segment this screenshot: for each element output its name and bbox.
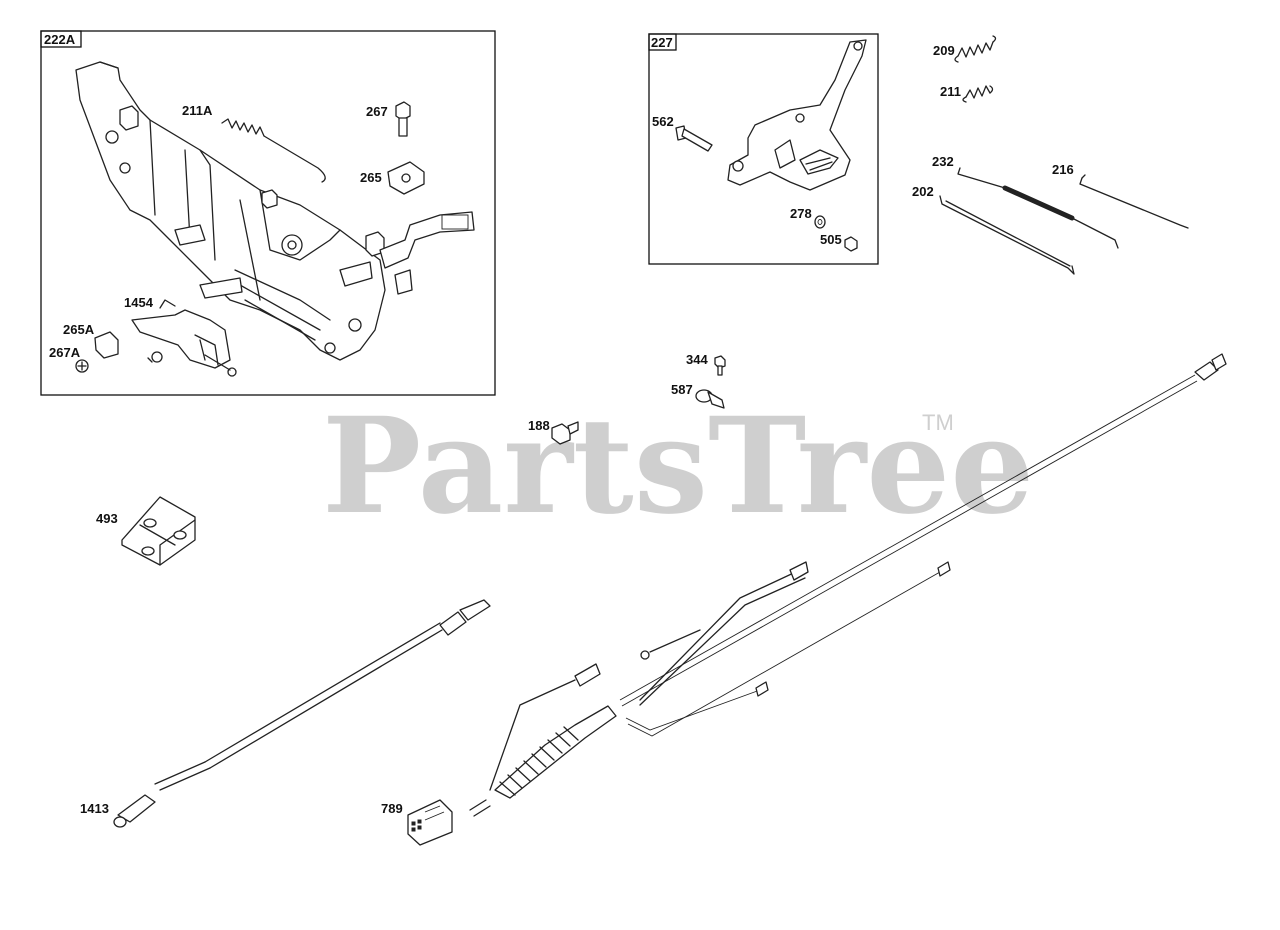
switch-1454-part[interactable] [131,299,237,377]
group-222A-border [40,30,496,396]
callout-216[interactable]: 216 [1052,162,1074,177]
washer-278-part[interactable] [814,215,826,229]
callout-344[interactable]: 344 [686,352,708,367]
spring-209-part[interactable] [954,35,997,63]
rod-232-part[interactable] [957,167,1119,249]
spring-211-part[interactable] [962,85,994,103]
group-227-border [648,33,879,265]
wire-harness-789-part[interactable] [407,353,1227,846]
watermark-text: PartsTree [322,389,1034,544]
callout-267[interactable]: 267 [366,104,388,119]
callout-211A[interactable]: 211A [182,103,213,118]
bolt-267-part[interactable] [395,101,411,137]
group-227[interactable]: 227 562 278 505 [648,33,879,265]
callout-202[interactable]: 202 [912,184,934,199]
clip-265-part[interactable] [387,161,425,195]
group-222A[interactable]: 222A 211A [40,30,496,396]
rod-202-part[interactable] [939,195,1075,275]
e-clip-part[interactable] [147,351,163,363]
callout-587[interactable]: 587 [671,382,693,397]
callout-227[interactable]: 227 [651,35,673,50]
callout-789[interactable]: 789 [381,801,403,816]
bracket-493-part[interactable] [121,496,196,566]
governor-bracket-part[interactable] [75,61,475,361]
callout-188[interactable]: 188 [528,418,550,433]
callout-505[interactable]: 505 [820,232,842,247]
pin-562-part[interactable] [675,125,713,152]
callout-265A[interactable]: 265A [63,322,95,337]
callout-222A[interactable]: 222A [44,32,76,47]
callout-562[interactable]: 562 [652,114,674,129]
callout-267A[interactable]: 267A [49,345,81,360]
sensor-lead-1413-part[interactable] [113,599,491,828]
callout-278[interactable]: 278 [790,206,812,221]
watermark-trademark: TM [922,410,954,435]
clip-265A-part[interactable] [94,331,119,359]
screw-267A-part[interactable] [75,359,89,373]
screw-344-part[interactable] [714,355,726,376]
callout-232[interactable]: 232 [932,154,954,169]
callout-211[interactable]: 211 [940,84,961,99]
clamp-587-part[interactable] [695,389,725,409]
callout-1413[interactable]: 1413 [80,801,109,816]
spring-211A-part[interactable] [221,118,326,183]
callout-209[interactable]: 209 [933,43,955,58]
group-222A-tag [40,30,82,48]
bolt-188-part[interactable] [551,421,579,445]
rod-216-part[interactable] [1079,174,1189,229]
callout-1454[interactable]: 1454 [124,295,154,310]
callout-493[interactable]: 493 [96,511,118,526]
callout-265[interactable]: 265 [360,170,382,185]
nut-505-part[interactable] [844,236,858,252]
control-lever-part[interactable] [727,39,867,191]
group-227-tag [648,33,677,51]
